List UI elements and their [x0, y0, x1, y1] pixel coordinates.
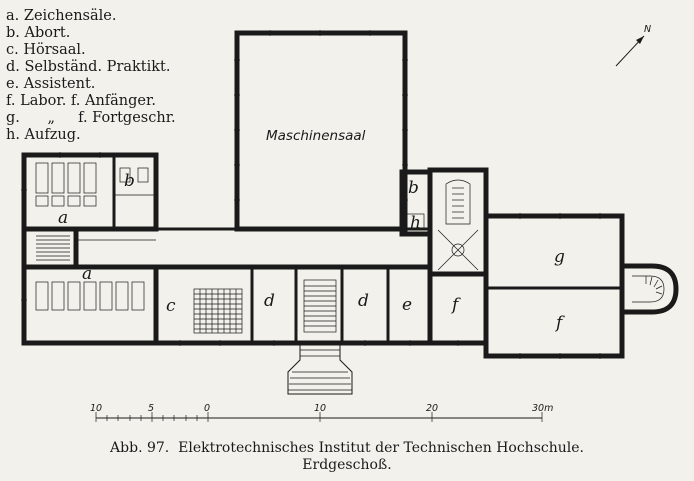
- room-label-e: e: [402, 295, 412, 315]
- legend-item-g: g. „ f. Fortgeschr.: [6, 110, 176, 126]
- corridor: [76, 227, 430, 269]
- legend-item-e: e. Assistent.: [6, 76, 95, 92]
- machine-hall-label: Maschinensaal: [266, 128, 366, 144]
- room-label-d-right: d: [358, 291, 369, 311]
- room-label-b-left: b: [124, 171, 135, 191]
- legend-item-h: h. Aufzug.: [6, 127, 81, 143]
- scale-tick-10-left: 10: [90, 403, 102, 414]
- legend: a. Zeichensäle. b. Abort. c. Hörsaal. d.…: [6, 8, 176, 143]
- caption: Abb. 97. Elektrotechnisches Institut der…: [109, 440, 584, 473]
- room-label-g: g: [554, 247, 565, 267]
- scale-tick-30m: 30m: [532, 403, 553, 414]
- scale-tick-20: 20: [426, 403, 438, 414]
- room-label-h: h: [410, 213, 421, 233]
- machine-hall: Maschinensaal: [234, 30, 408, 232]
- scale-bar: 10 5 0 10 20 30m: [90, 403, 553, 422]
- legend-item-b: b. Abort.: [6, 25, 70, 41]
- scale-tick-0: 0: [204, 403, 210, 414]
- room-label-a-top: a: [58, 208, 68, 228]
- room-label-b-right: b: [408, 178, 419, 198]
- legend-item-f: f. Labor. f. Anfänger.: [6, 93, 156, 109]
- legend-item-d: d. Selbständ. Praktikt.: [6, 59, 171, 75]
- caption-line-1: Abb. 97. Elektrotechnisches Institut der…: [109, 440, 584, 456]
- window-marks: [21, 152, 601, 359]
- legend-item-c: c. Hörsaal.: [6, 42, 86, 58]
- middle-wing: c d d e: [153, 264, 433, 346]
- room-label-f-right: f: [554, 313, 565, 333]
- compass-north-label: N: [644, 24, 651, 35]
- room-label-a-bottom: a: [82, 264, 92, 284]
- room-label-d-left: d: [264, 291, 275, 311]
- room-label-f-mid: f: [450, 295, 461, 315]
- north-arrow-icon: N: [615, 24, 651, 67]
- legend-item-a: a. Zeichensäle.: [6, 8, 116, 24]
- caption-line-2: Erdgeschoß.: [302, 457, 391, 473]
- scale-tick-5: 5: [148, 403, 154, 414]
- entrance-steps: [287, 343, 353, 395]
- central-tower: b h f: [399, 167, 489, 346]
- right-wing: g f: [483, 213, 679, 359]
- left-wing: a b a: [21, 152, 159, 346]
- scale-tick-10: 10: [314, 403, 326, 414]
- room-label-c: c: [166, 296, 176, 316]
